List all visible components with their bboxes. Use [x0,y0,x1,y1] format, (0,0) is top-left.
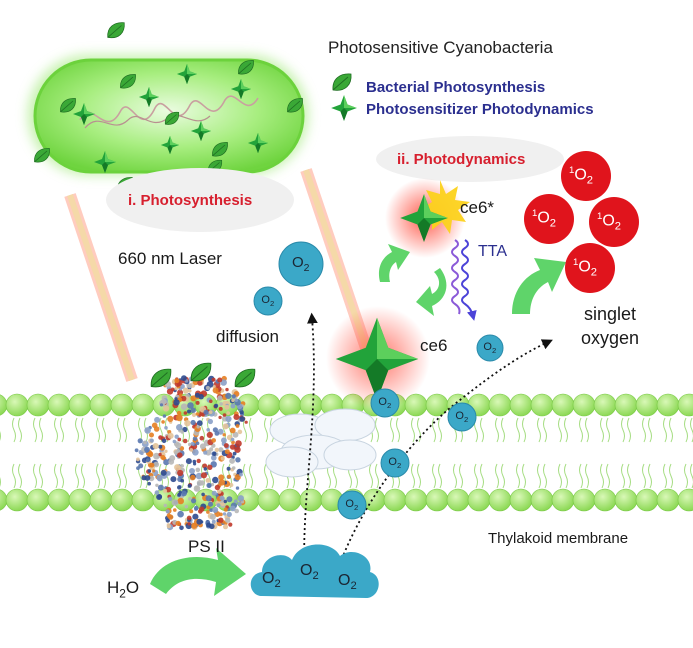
singlet-oxygen-symbol: 1O2 [569,165,594,187]
ce6-label: ce6 [420,336,448,355]
o2-molecule [370,388,400,418]
singlet-oxygen-symbol: 1O2 [573,257,598,279]
singlet-oxygen-symbol: 1O2 [532,208,557,230]
singlet-oxygen-symbol: 1O2 [597,211,622,233]
cyanobacterium [28,22,308,192]
cycle-arrow-up [378,244,410,282]
laser-label: 660 nm Laser [118,249,222,268]
water-label: H2O [107,578,139,600]
photosynthesis-label: i. Photosynthesis [128,192,253,209]
photodynamics-bubble [376,136,564,182]
o2-molecule [447,402,477,432]
o2-molecule [380,448,410,478]
ce6-excited [385,178,470,258]
singlet-oxygen-line-1: singlet [584,304,637,324]
o2-small-molecule [253,286,283,316]
tta-wave-2 [461,239,477,321]
membrane-bottom-layer [0,488,693,512]
tta-label: TTA [478,243,508,260]
laser-beam-left [64,193,138,382]
star-icon [331,95,357,121]
bacterial-dna [79,95,259,123]
legend-item-photodynamics: Photosensitizer Photodynamics [366,101,594,118]
singlet-oxygen-molecule [589,197,639,247]
leaf-icon [107,22,125,39]
cycle-arrow-down [416,268,447,316]
legend-item-photosynthesis: Bacterial Photosynthesis [366,79,546,96]
o2-molecule [337,490,367,520]
leaf-icon [332,73,352,91]
o2-molecule [476,334,504,362]
oxygen-cluster [265,408,377,478]
singlet-oxygen-molecule [524,194,574,244]
thylakoid-label: Thylakoid membrane [488,530,629,547]
singlet-arrow [512,258,566,314]
singlet-oxygen-molecule [565,243,615,293]
water-arrow [150,548,246,596]
ce6-excited-label: ce6* [460,198,495,217]
ps-ii-complex [134,375,248,531]
singlet-oxygen-label: singlet oxygen [581,302,639,350]
photodynamics-label: ii. Photodynamics [397,151,526,168]
photosynthesis-bubble [106,168,294,232]
legend-title: Photosensitive Cyanobacteria [328,38,553,57]
water-h: H [107,578,120,597]
diffusion-path-right [334,339,553,579]
o2-large-molecule [278,241,324,287]
singlet-oxygen-molecule [561,151,611,201]
ps-ii-label: PS II [188,537,225,556]
leaf-icon [190,362,212,382]
water-o: O [125,578,140,597]
leaf-icon [234,368,256,388]
tta-wave-1 [451,239,461,315]
leaf-icon [34,148,50,163]
diffusion-label: diffusion [216,327,280,346]
oxygen-cloud [250,544,379,598]
singlet-oxygen-line-2: oxygen [581,328,640,348]
water-sub: 2 [119,586,126,601]
ce6-ground [326,306,430,410]
